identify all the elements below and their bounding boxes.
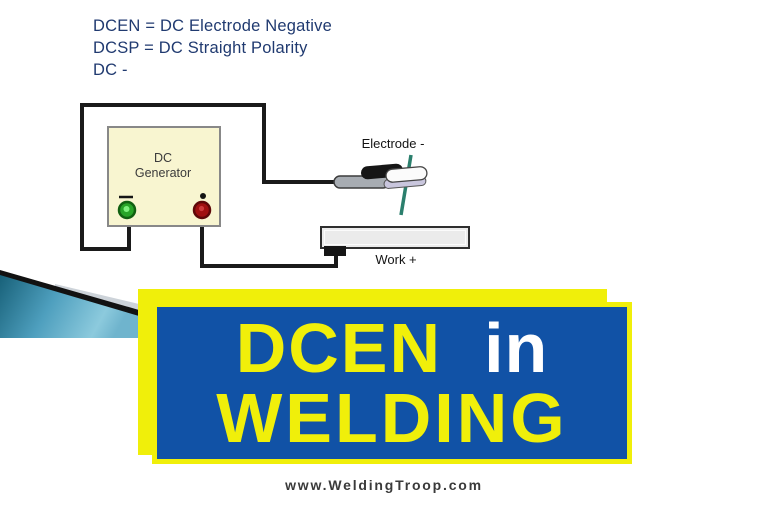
definition-line-dcsp: DCSP = DC Straight Polarity [93, 39, 308, 57]
banner-title-in: in [484, 309, 549, 387]
holder-white-jaw [385, 166, 428, 183]
work-clamp [324, 246, 346, 256]
generator-label-line1: DC [154, 151, 172, 165]
negative-wire-to-electrode [80, 103, 338, 251]
electrode-label: Electrode - [362, 136, 425, 151]
website-url: www.WeldingTroop.com [285, 477, 483, 493]
banner-title-welding: WELDING [216, 379, 568, 457]
banner-front-card: DCEN in WELDING [152, 302, 632, 464]
definition-line-dcen: DCEN = DC Electrode Negative [93, 17, 332, 35]
work-label: Work + [375, 252, 416, 267]
swoosh-highlight-sliver [55, 284, 139, 310]
teal-swoosh-body [0, 274, 139, 338]
teal-swoosh-decoration [0, 270, 139, 338]
generator-label-line2: Generator [135, 166, 191, 180]
work-piece [320, 226, 470, 249]
definitions-block: DCEN = DC Electrode Negative DCSP = DC S… [93, 15, 332, 81]
banner-title-line1: DCEN in [235, 309, 549, 387]
positive-wire-to-work [200, 218, 338, 268]
definition-line-dc: DC - [93, 61, 128, 79]
negative-terminal-highlight [123, 206, 130, 212]
banner-title-dcen: DCEN [235, 309, 443, 387]
electrode-holder [333, 163, 428, 189]
positive-terminal-highlight [198, 205, 205, 212]
work-piece-inner-edge [324, 230, 466, 245]
swoosh-black-edge [0, 270, 139, 316]
positive-symbol [200, 193, 206, 199]
